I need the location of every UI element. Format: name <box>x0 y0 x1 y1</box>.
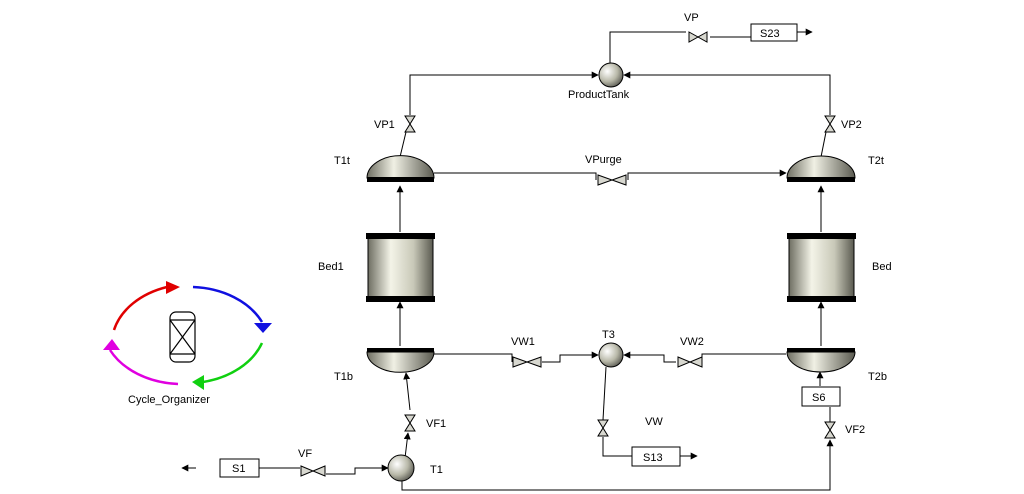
label-t2b: T2b <box>868 371 887 383</box>
stream-vp2-to-tank[interactable] <box>623 71 831 115</box>
stream-vw2-to-t3[interactable] <box>623 351 676 363</box>
label-vf1: VF1 <box>426 418 446 430</box>
valve-vw2-icon <box>677 356 703 368</box>
valve-vw1-icon <box>512 356 542 368</box>
label-cycle-organizer: Cycle_Organizer <box>128 394 210 406</box>
head-t1t[interactable] <box>366 155 435 182</box>
label-vw1: VW1 <box>511 336 535 348</box>
cycle-organizer[interactable] <box>103 281 272 390</box>
head-t2t[interactable] <box>786 155 856 182</box>
labels: VP S23 ProductTank VP1 VP2 T1t T2t VPurg… <box>128 12 892 476</box>
head-t1b[interactable] <box>366 348 435 373</box>
block-s23[interactable] <box>750 23 798 42</box>
cycle-arrow-red-icon <box>166 281 180 294</box>
label-vf: VF <box>298 448 312 460</box>
label-vf2: VF2 <box>845 424 865 436</box>
label-t3: T3 <box>602 329 615 341</box>
valve-vp[interactable] <box>688 31 708 43</box>
valve-vp2[interactable] <box>824 115 836 133</box>
valve-vf2[interactable] <box>824 421 836 439</box>
valve-vp1[interactable] <box>404 115 416 133</box>
label-vp1: VP1 <box>374 119 395 131</box>
valve-vpurge-icon <box>597 174 627 186</box>
label-vw2: VW2 <box>680 336 704 348</box>
stream-tank-to-vp[interactable] <box>609 31 686 63</box>
cycle-arrow-magenta-icon <box>103 339 120 350</box>
stream-vpurge-to-t2t[interactable] <box>627 169 787 180</box>
valve-vw1[interactable] <box>512 356 542 368</box>
stream-t2t-to-vp2[interactable] <box>820 131 827 158</box>
valve-vp-icon <box>688 31 708 43</box>
label-vw: VW <box>645 416 663 428</box>
cycle-arrow-blue-icon <box>254 323 272 333</box>
tank-t1[interactable] <box>387 454 415 482</box>
valve-vf1[interactable] <box>404 414 416 432</box>
valve-vw-icon <box>597 419 609 437</box>
valve-vf[interactable] <box>300 465 326 477</box>
head-t2b[interactable] <box>786 348 856 373</box>
cycle-arrow-green-icon <box>192 375 204 390</box>
stream-t2b-to-vw2[interactable] <box>701 353 786 362</box>
valve-vf2-icon <box>824 421 836 439</box>
stream-lines <box>181 28 834 491</box>
stream-vf-to-t1[interactable] <box>326 464 389 475</box>
block-s6[interactable] <box>801 386 841 407</box>
label-vp: VP <box>684 12 699 24</box>
label-vpurge: VPurge <box>585 154 622 166</box>
stream-vw-to-s13[interactable] <box>602 437 632 457</box>
label-product-tank: ProductTank <box>568 89 630 101</box>
cycle-arc-blue <box>192 285 264 323</box>
valve-vp1-icon <box>404 115 416 133</box>
valve-vpurge[interactable] <box>597 174 627 186</box>
label-t1: T1 <box>430 464 443 476</box>
stream-vp1-to-tank[interactable] <box>409 71 599 115</box>
stream-t1t-to-vp1[interactable] <box>399 131 407 158</box>
stream-t1b-to-vw1[interactable] <box>434 353 513 362</box>
stream-t1-to-vf1[interactable] <box>403 432 411 459</box>
label-s6: S6 <box>812 392 825 404</box>
label-t1b: T1b <box>334 371 353 383</box>
cycle-arc-magenta <box>108 349 179 386</box>
stream-t1t-to-vpurge[interactable] <box>434 172 597 180</box>
label-t1t: T1t <box>334 155 350 167</box>
bed-bed1[interactable] <box>366 233 435 302</box>
tank-t3[interactable] <box>598 342 624 368</box>
cycle-arc-red <box>112 285 168 331</box>
block-s1[interactable] <box>219 458 260 478</box>
bed-bed2[interactable] <box>787 233 856 302</box>
stream-t3-to-vw[interactable] <box>602 366 607 421</box>
stream-vw1-to-t3[interactable] <box>542 351 599 363</box>
cycle-column-icon <box>169 311 196 363</box>
valve-vf-icon <box>300 465 326 477</box>
valve-vw[interactable] <box>597 419 609 437</box>
label-s23: S23 <box>760 28 780 40</box>
stream-vf1-to-t1b[interactable] <box>403 372 411 411</box>
stream-t1-to-vf2[interactable] <box>401 439 834 491</box>
valve-vp2-icon <box>824 115 836 133</box>
cycle-arc-green <box>202 342 264 384</box>
valve-vw2[interactable] <box>677 356 703 368</box>
product-tank[interactable] <box>598 62 624 88</box>
label-s1: S1 <box>232 463 245 475</box>
valve-vf1-icon <box>404 414 416 432</box>
label-vp2: VP2 <box>841 119 862 131</box>
label-t2t: T2t <box>868 155 884 167</box>
label-bed1: Bed1 <box>318 261 344 273</box>
block-s13[interactable] <box>631 446 681 467</box>
label-bed2: Bed <box>872 261 892 273</box>
label-s13: S13 <box>643 452 663 464</box>
